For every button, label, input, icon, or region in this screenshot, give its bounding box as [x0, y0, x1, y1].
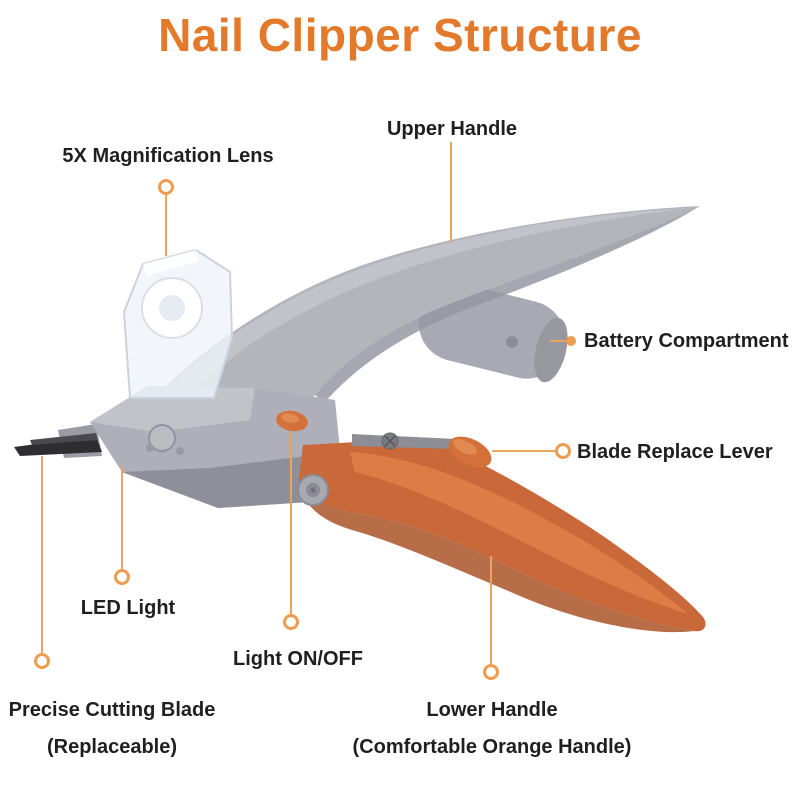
- callout-dot-battery-compartment: [566, 336, 576, 346]
- callout-line-cutting-blade: [41, 456, 43, 653]
- light-on-off-button-part: [276, 410, 308, 432]
- label-light-switch: Light ON/OFF: [233, 648, 363, 670]
- label-cutting-blade: Precise Cutting Blade (Replaceable): [9, 692, 216, 766]
- label-upper-handle: Upper Handle: [386, 118, 518, 140]
- cutting-blade-part: [14, 424, 102, 458]
- label-led-light: LED Light: [80, 597, 176, 619]
- page-title: Nail Clipper Structure: [158, 9, 642, 61]
- blade-replace-lever-part: [352, 432, 492, 468]
- callout-line-battery-compartment: [550, 340, 566, 342]
- callout-line-upper-handle: [450, 142, 452, 242]
- callout-line-magnification-lens: [165, 195, 167, 256]
- label-blade-replace-lever: Blade Replace Lever: [577, 441, 773, 463]
- label-battery-compartment: Battery Compartment: [584, 330, 789, 352]
- label-cutting-blade-line1: Precise Cutting Blade: [8, 699, 216, 721]
- callout-line-led-light: [121, 466, 123, 569]
- callout-ring-magnification-lens: [158, 179, 174, 195]
- callout-ring-blade-replace-lever: [555, 443, 571, 459]
- callout-ring-lower-handle: [483, 664, 499, 680]
- callout-line-blade-replace-lever: [492, 450, 555, 452]
- label-cutting-blade-line2: (Replaceable): [46, 736, 178, 758]
- pivot-screw-part: [297, 474, 329, 506]
- label-lower-handle-line1: Lower Handle: [426, 699, 558, 721]
- callout-line-light-switch: [290, 432, 292, 614]
- label-lower-handle: Lower Handle (Comfortable Orange Handle): [353, 692, 632, 766]
- lower-handle-part: [299, 438, 706, 633]
- label-magnification-lens: 5X Magnification Lens: [62, 145, 274, 167]
- callout-line-lower-handle: [490, 556, 492, 664]
- callout-ring-cutting-blade: [34, 653, 50, 669]
- callout-ring-light-switch: [283, 614, 299, 630]
- magnification-lens-part: [123, 249, 233, 399]
- callout-ring-led-light: [114, 569, 130, 585]
- label-lower-handle-line2: (Comfortable Orange Handle): [352, 736, 632, 758]
